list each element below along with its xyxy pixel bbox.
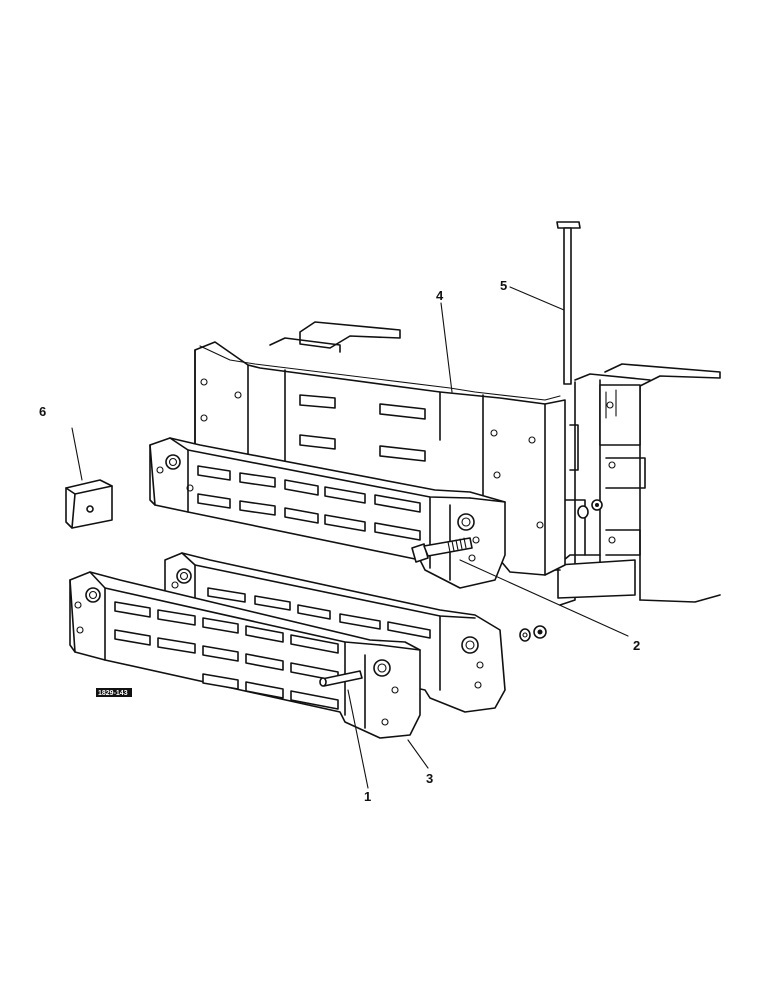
figure-code: 1829-143 bbox=[98, 690, 128, 697]
part-3-weight-front bbox=[69, 571, 421, 739]
part-5-rod bbox=[556, 221, 581, 385]
callout-6: 6 bbox=[39, 404, 46, 419]
callout-2: 2 bbox=[633, 638, 640, 653]
tractor-frame bbox=[269, 321, 721, 606]
callout-4: 4 bbox=[436, 288, 444, 303]
part-1-pin bbox=[319, 670, 363, 687]
callout-1: 1 bbox=[364, 789, 371, 804]
callout-5: 5 bbox=[500, 278, 507, 293]
part-6-spacer-block bbox=[65, 479, 113, 529]
part-2-bolt bbox=[411, 537, 473, 563]
nut-and-washer bbox=[519, 625, 547, 642]
leader-lines bbox=[71, 286, 629, 789]
callout-3: 3 bbox=[426, 771, 433, 786]
figure-code-label: 1829-143 bbox=[96, 688, 132, 697]
